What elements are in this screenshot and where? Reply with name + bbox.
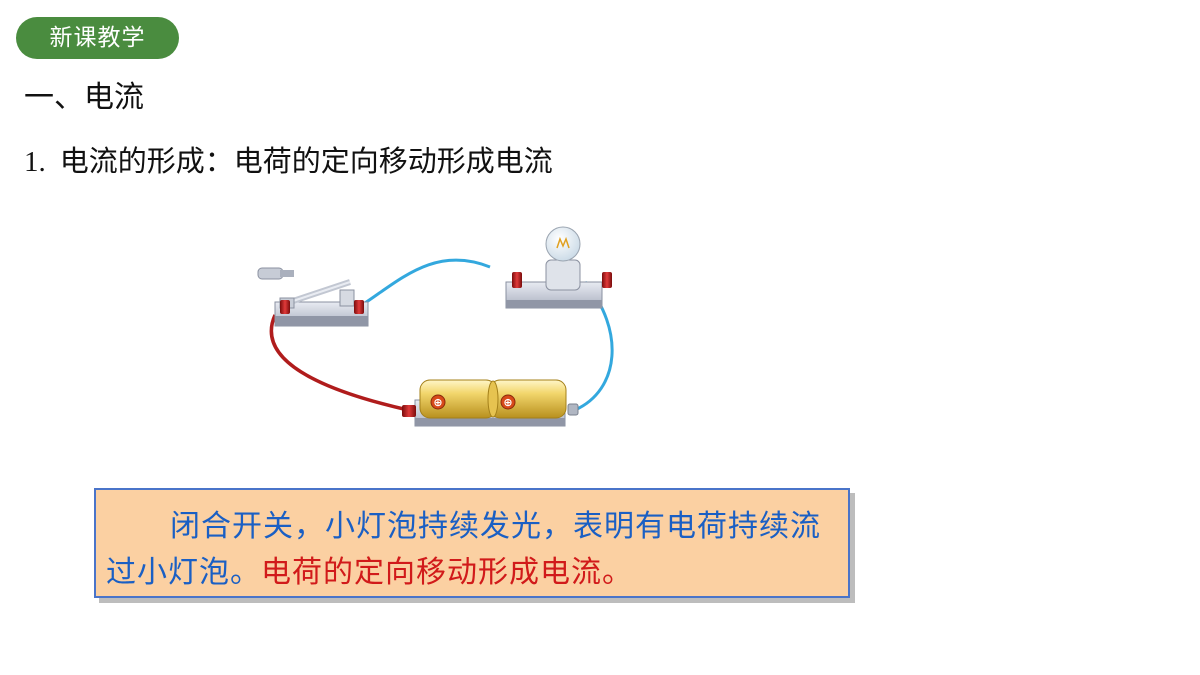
circuit-diagram: ⊕ ⊕ [257, 226, 614, 427]
point-number: 1. [24, 146, 46, 178]
battery-symbol-2: ⊕ [503, 396, 512, 409]
point-text: 电流的形成：电荷的定向移动形成电流 [59, 144, 553, 178]
conclusion-box: 闭合开关，小灯泡持续发光，表明有电荷持续流过小灯泡。电荷的定向移动形成电流。 [94, 488, 850, 598]
conclusion-highlight: 电荷的定向移动形成电流。 [261, 555, 633, 590]
wire-switch-to-battery [269, 314, 409, 412]
point-1: 1. 电流的形成：电荷的定向移动形成电流 [24, 138, 553, 180]
section-tag: 新课教学 [16, 17, 179, 59]
wire-switch-to-bulb [361, 258, 491, 307]
battery: ⊕ ⊕ [402, 379, 579, 427]
page-title: 一、电流 [24, 80, 144, 115]
switch [257, 267, 369, 327]
battery-symbol-1: ⊕ [433, 396, 442, 409]
bulb [505, 226, 612, 309]
conclusion-text: 闭合开关，小灯泡持续发光，表明有电荷持续流过小灯泡。 [106, 509, 821, 590]
